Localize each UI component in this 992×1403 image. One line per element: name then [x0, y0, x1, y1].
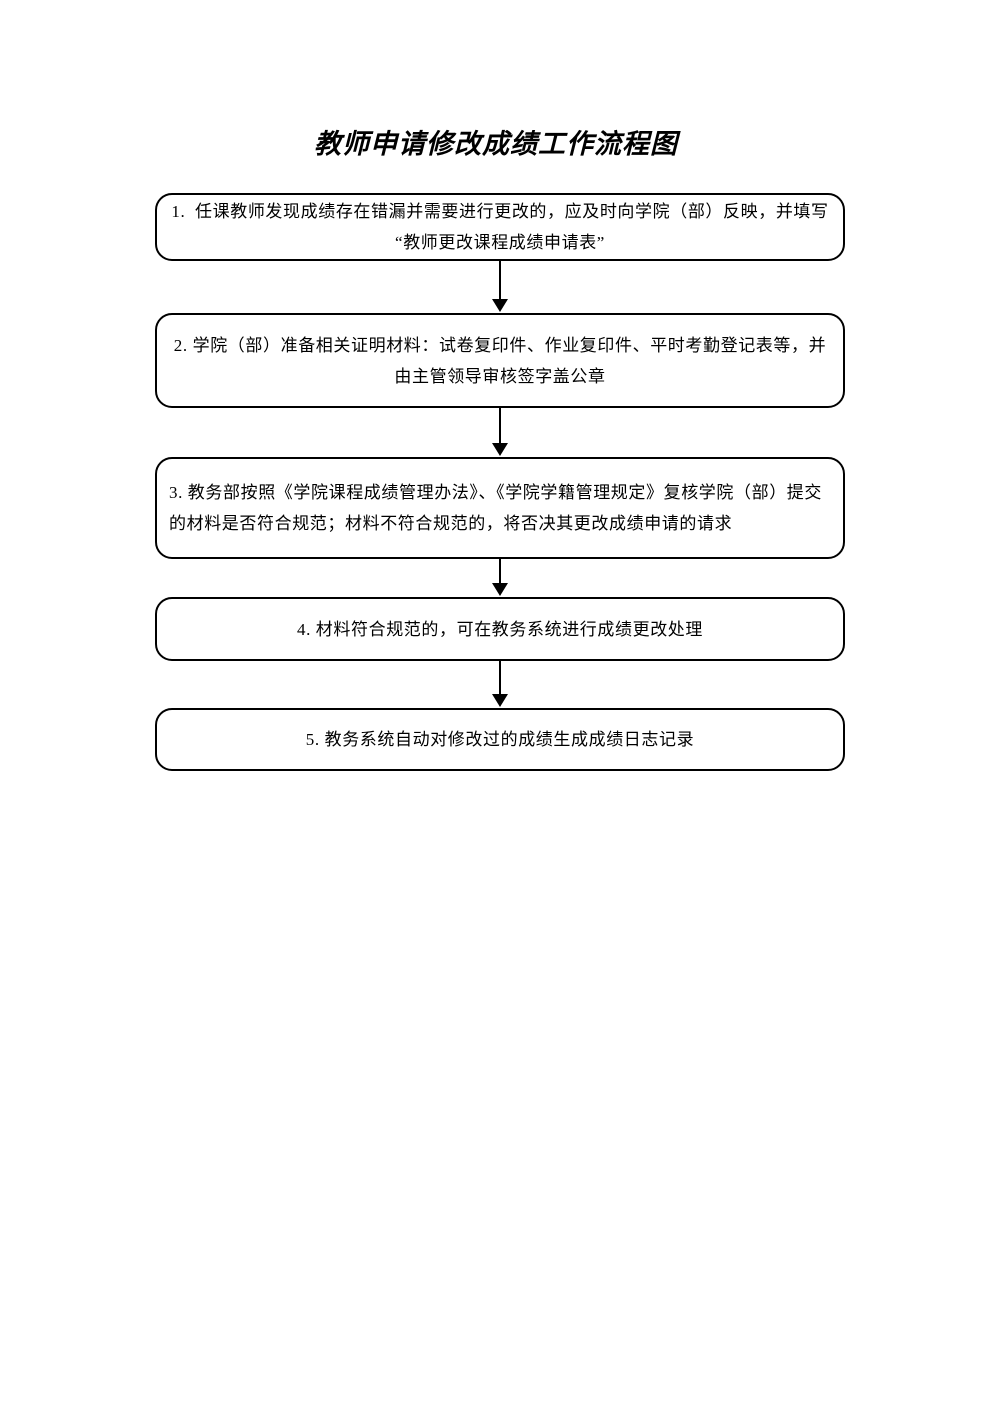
- arrow-down-4: [155, 661, 845, 708]
- flow-step-2-line-1: 2. 学院（部）准备相关证明材料：试卷复印件、作业复印件、平时考勤登记表等，并: [173, 335, 827, 355]
- page-title: 教师申请修改成绩工作流程图: [314, 129, 678, 159]
- arrow-shaft: [498, 408, 502, 443]
- flow-step-3-line-1: 3. 教务部按照《学院课程成绩管理办法》、《学院学籍管理规定》复核学院（部）提交: [169, 483, 822, 502]
- flow-step-1-line-2: “教师更改课程成绩申请表”: [395, 233, 605, 252]
- flow-step-4: 4. 材料符合规范的，可在教务系统进行成绩更改处理: [155, 597, 845, 661]
- flow-step-4-line-1: 4. 材料符合规范的，可在教务系统进行成绩更改处理: [297, 619, 703, 639]
- arrow-shaft: [498, 261, 502, 299]
- arrow-down-2: [155, 408, 845, 457]
- flow-step-1: 1. 任课教师发现成绩存在错漏并需要进行更改的，应及时向学院（部）反映，并填写 …: [155, 193, 845, 261]
- flowchart: 1. 任课教师发现成绩存在错漏并需要进行更改的，应及时向学院（部）反映，并填写 …: [155, 193, 845, 771]
- flow-step-2-line-2: 由主管领导审核签字盖公章: [394, 366, 606, 386]
- arrow-head-icon: [492, 299, 508, 312]
- flow-step-2: 2. 学院（部）准备相关证明材料：试卷复印件、作业复印件、平时考勤登记表等，并 …: [155, 313, 845, 408]
- flow-step-3-line-2: 的材料是否符合规范；材料不符合规范的，将否决其更改成绩申请的请求: [169, 514, 733, 533]
- arrow-down-1: [155, 261, 845, 313]
- flow-step-1-line-1: 1. 任课教师发现成绩存在错漏并需要进行更改的，应及时向学院（部）反映，并填写: [171, 202, 829, 221]
- arrow-down-3: [155, 559, 845, 597]
- arrow-shaft: [498, 661, 502, 694]
- arrow-shaft: [498, 559, 502, 583]
- arrow-head-icon: [492, 694, 508, 707]
- flow-step-3: 3. 教务部按照《学院课程成绩管理办法》、《学院学籍管理规定》复核学院（部）提交…: [155, 457, 845, 559]
- flow-step-5: 5. 教务系统自动对修改过的成绩生成成绩日志记录: [155, 708, 845, 771]
- arrow-head-icon: [492, 443, 508, 456]
- arrow-head-icon: [492, 583, 508, 596]
- flow-step-5-line-1: 5. 教务系统自动对修改过的成绩生成成绩日志记录: [305, 730, 695, 749]
